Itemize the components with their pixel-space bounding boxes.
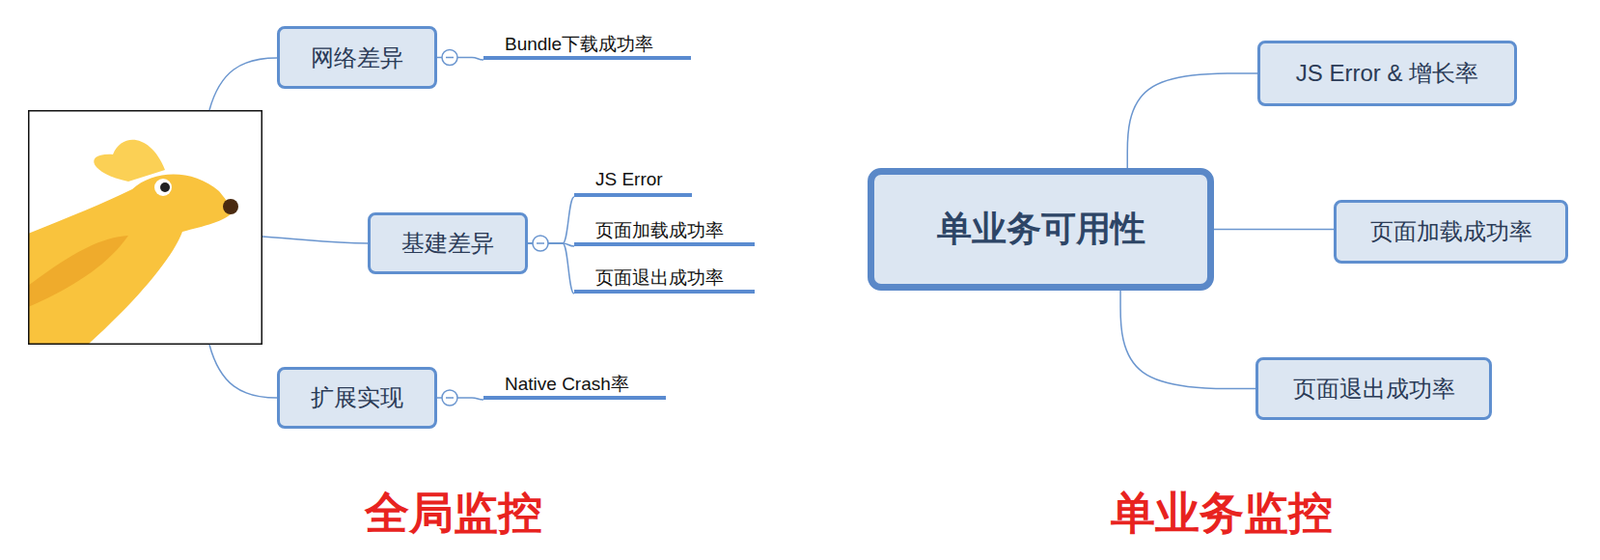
branch-line: [1213, 228, 1334, 231]
root-branch: [262, 236, 368, 244]
topic-text: 基建差异: [401, 227, 495, 259]
collapse-circle: [532, 235, 549, 251]
topic-box: 基建差异: [367, 212, 528, 275]
branch-line: [527, 196, 575, 244]
collapse-minus: [445, 396, 454, 399]
topic-text: 扩展实现: [310, 382, 404, 414]
topic-box: 网络差异: [276, 26, 438, 89]
section-title: 单业务监控: [1110, 483, 1333, 544]
kangaroo-body: [27, 174, 235, 346]
root-branch: [209, 344, 277, 398]
branch-line: [527, 243, 575, 294]
root-branch: [209, 57, 277, 111]
collapse-circle: [441, 389, 458, 406]
leaf-topic: Native Crash率: [483, 371, 666, 400]
topic-text: Native Crash率: [504, 373, 630, 394]
logo-border: [28, 110, 263, 345]
kangaroo-eye: [154, 178, 172, 196]
leaf-topic: 页面加载成功率: [574, 218, 755, 247]
kangaroo-pupil: [160, 182, 170, 193]
leaf-topic: Bundle下载成功率: [483, 31, 691, 60]
kangaroo-leg: [27, 235, 129, 307]
topic-text: 页面加载成功率: [595, 220, 724, 241]
logo-frame: [27, 110, 263, 345]
topic-box: JS Error & 增长率: [1257, 40, 1518, 107]
topic-box: 页面退出成功率: [1255, 357, 1492, 420]
kangaroo-ear: [93, 139, 166, 182]
leaf-topic: JS Error: [574, 168, 692, 197]
collapse-marker: [441, 389, 458, 406]
topic-text: 页面退出成功率: [1293, 373, 1456, 405]
topic-text: 网络差异: [310, 42, 404, 74]
leaf-topic: 页面退出成功率: [574, 265, 755, 294]
central-topic: 单业务可用性: [867, 167, 1214, 291]
topic-text: JS Error: [595, 168, 663, 190]
kangaroo-nose: [222, 198, 239, 215]
collapse-marker: [532, 235, 549, 251]
collapse-minus: [445, 56, 454, 59]
collapse-minus: [536, 242, 545, 245]
collapse-circle: [441, 50, 458, 66]
topic-box: 页面加载成功率: [1333, 199, 1569, 264]
branch-line: [1120, 290, 1256, 389]
topic-text: 单业务可用性: [937, 205, 1146, 253]
branch-line: [1127, 73, 1258, 168]
topic-text: JS Error & 增长率: [1296, 57, 1479, 89]
topic-text: Bundle下载成功率: [504, 33, 654, 55]
topic-box: 扩展实现: [276, 366, 438, 429]
topic-text: 页面退出成功率: [595, 267, 724, 288]
kangaroo-logo: [27, 110, 263, 345]
collapse-marker: [441, 50, 458, 66]
section-title: 全局监控: [364, 483, 543, 544]
topic-text: 页面加载成功率: [1370, 216, 1533, 248]
